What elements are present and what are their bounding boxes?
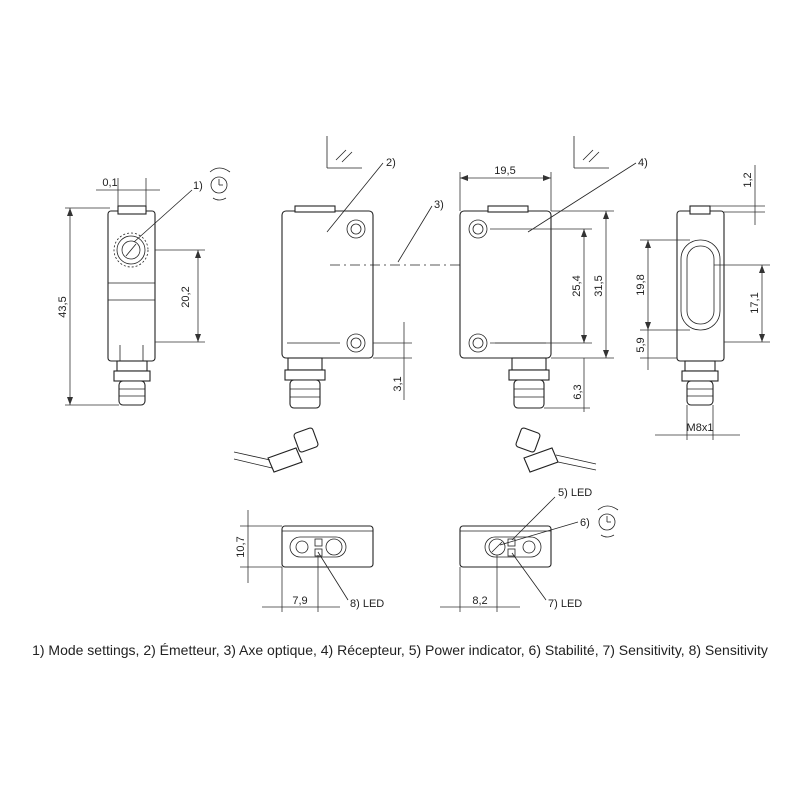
callout-8: 8) LED — [350, 598, 384, 610]
rotary-knob-icon — [209, 167, 231, 201]
dim-0-1: 0,1 — [102, 177, 117, 189]
callout-5: 5) LED — [558, 487, 592, 499]
callout-6: 6) — [580, 517, 590, 529]
rotary-knob-icon — [113, 232, 149, 268]
dim-19-8: 19,8 — [635, 274, 647, 295]
side-view-left: 43,5 0,1 20,2 1) — [57, 167, 231, 406]
callout-4: 4) — [638, 157, 648, 169]
figure-caption: 1) Mode settings, 2) Émetteur, 3) Axe op… — [32, 642, 768, 658]
dim-m8x1: M8x1 — [687, 422, 714, 434]
dim-31-5: 31,5 — [593, 275, 605, 296]
top-view-emitter: 10,7 7,9 8) LED — [235, 510, 384, 612]
dim-1-2: 1,2 — [742, 172, 754, 187]
dim-5-9: 5,9 — [635, 337, 647, 352]
callout-1: 1) — [193, 180, 203, 192]
angled-connector-right — [515, 427, 597, 473]
callout-7: 7) LED — [548, 598, 582, 610]
optical-receiver-icon — [573, 136, 609, 169]
angled-connector-left — [233, 427, 319, 473]
dim-6-3: 6,3 — [572, 384, 584, 399]
receiver-front-view: 4) 19,5 25,4 31,5 6,3 — [459, 136, 648, 473]
top-view-receiver: 8,2 5) LED 6) 7) LED — [440, 487, 619, 612]
dim-19-5: 19,5 — [494, 165, 515, 177]
dim-25-4: 25,4 — [571, 275, 583, 296]
dim-7-9: 7,9 — [292, 595, 307, 607]
dim-17-1: 17,1 — [749, 292, 761, 313]
dim-8-2: 8,2 — [472, 595, 487, 607]
dim-3-1: 3,1 — [392, 376, 404, 391]
dim-43-5: 43,5 — [57, 296, 69, 317]
side-view-right: 1,2 19,8 5,9 17,1 M8x1 — [635, 165, 770, 440]
callout-3: 3) — [434, 199, 444, 211]
dim-10-7: 10,7 — [235, 536, 247, 557]
dim-20-2: 20,2 — [180, 286, 192, 307]
emitter-front-view: 2) 3) 3,1 — [233, 136, 520, 473]
rotary-knob-icon — [597, 505, 619, 538]
callout-2: 2) — [386, 157, 396, 169]
optical-emitter-icon — [326, 136, 362, 169]
